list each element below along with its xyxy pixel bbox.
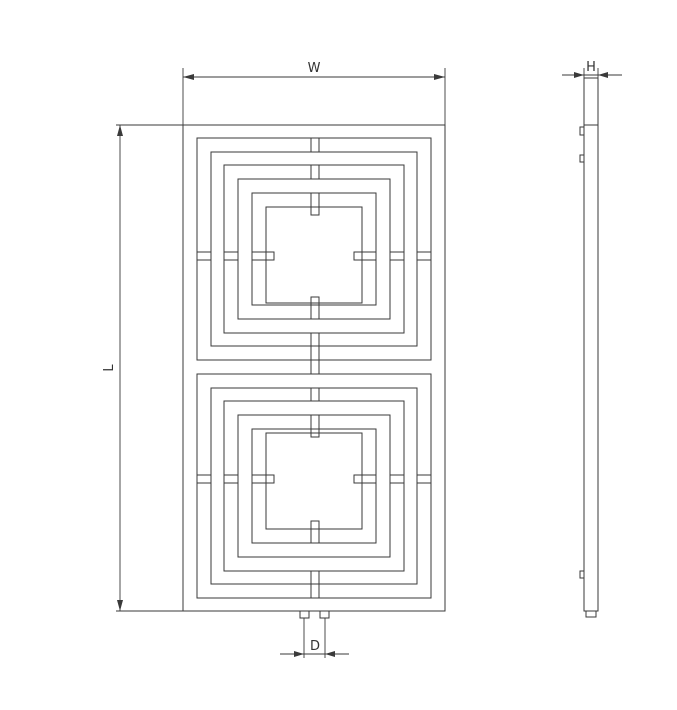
side-profile: [583, 77, 599, 612]
lower-tab-top-inner: [310, 414, 320, 438]
upper-tab-left-inner: [251, 251, 275, 261]
upper-tab-top-inner: [310, 192, 320, 216]
width-dimension: W: [182, 61, 446, 125]
side-pipe: [585, 610, 597, 618]
lower-tab-bottom-inner: [310, 520, 320, 544]
lower-tab-bottom: [310, 570, 320, 599]
width-label: W: [308, 61, 321, 76]
lower-frame-2: [210, 387, 418, 585]
upper-panel: [196, 137, 432, 361]
lower-frame-4: [237, 414, 391, 558]
lower-frame-3: [223, 400, 405, 572]
lower-tab-left: [196, 474, 212, 484]
lower-panel: [196, 359, 432, 599]
upper-tab-right-inner: [353, 251, 377, 261]
upper-frame-5: [251, 192, 377, 306]
side-bracket-upper: [579, 154, 585, 163]
upper-frame-4: [237, 178, 391, 320]
lower-frame-6: [265, 432, 363, 530]
side-bracket-lower: [579, 570, 585, 579]
upper-tab-left: [196, 251, 212, 261]
depth-label: H: [586, 60, 596, 75]
lower-tab-right: [416, 474, 432, 484]
pipe-spacing-dimension: D: [280, 618, 349, 658]
lower-tab-top: [310, 359, 320, 375]
lower-frame-5: [251, 428, 377, 544]
length-dimension: L: [102, 124, 183, 612]
upper-frame-2: [210, 151, 418, 347]
upper-tab-top: [310, 137, 320, 153]
lower-tab-right-inner: [353, 474, 377, 484]
lower-tab-left-inner: [251, 474, 275, 484]
pipe-right: [319, 610, 330, 619]
depth-dimension: H: [562, 60, 622, 78]
side-bracket-top: [579, 126, 585, 136]
upper-frame-3: [223, 164, 405, 334]
length-label: L: [102, 364, 117, 372]
pipe-left: [299, 610, 310, 619]
pipe-spacing-label: D: [310, 639, 320, 654]
upper-frame-1: [196, 137, 432, 361]
upper-tab-right: [416, 251, 432, 261]
upper-tab-bottom-inner: [310, 296, 320, 320]
front-view: [182, 124, 446, 619]
lower-frame-1: [196, 373, 432, 599]
radiator-outline: [182, 124, 446, 612]
side-view: [579, 77, 599, 618]
upper-frame-6: [265, 206, 363, 304]
pipe-connections: [299, 610, 330, 619]
